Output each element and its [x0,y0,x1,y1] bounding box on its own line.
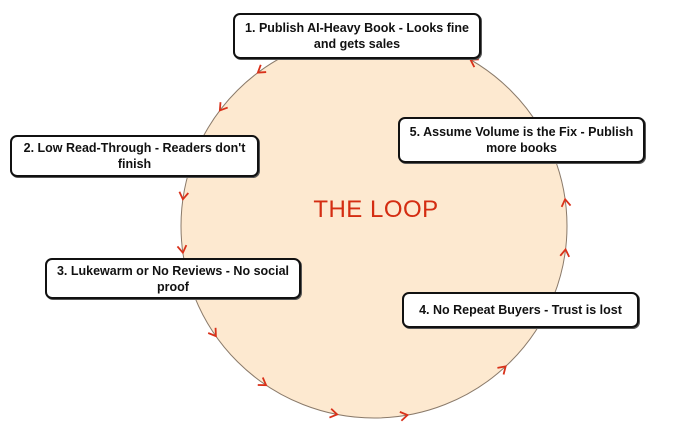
flow-arrow-icon [469,58,479,68]
step-3-box: 3. Lukewarm or No Reviews - No social pr… [45,258,301,299]
flow-arrow-icon [399,411,410,422]
flow-arrow-icon [329,408,339,419]
flow-arrow-icon [497,365,507,375]
flow-arrow-icon [559,247,570,258]
loop-title: THE LOOP [313,196,439,223]
flow-arrow-icon [176,244,188,255]
flow-arrow-icon [178,191,189,201]
step-2-label: 2. Low Read-Through - Readers don't fini… [23,141,246,171]
flow-arrow-icon [256,64,267,74]
step-4-label: 4. No Repeat Buyers - Trust is lost [419,303,622,317]
step-4-box: 4. No Repeat Buyers - Trust is lost [402,292,639,328]
step-5-label: 5. Assume Volume is the Fix - Publish mo… [409,125,634,155]
step-3-label: 3. Lukewarm or No Reviews - No social pr… [56,263,290,294]
flow-arrow-icon [560,197,572,208]
step-1-label: 1. Publish AI-Heavy Book - Looks fine an… [245,21,469,51]
step-5-box: 5. Assume Volume is the Fix - Publish mo… [398,117,645,163]
step-2-box: 2. Low Read-Through - Readers don't fini… [10,135,259,177]
flow-arrow-icon [218,102,228,112]
flow-arrow-icon [257,377,268,387]
loop-arrows [176,42,572,422]
loop-circle [180,33,568,419]
step-1-box: 1. Publish AI-Heavy Book - Looks fine an… [233,13,481,59]
flow-arrow-icon [207,327,217,338]
